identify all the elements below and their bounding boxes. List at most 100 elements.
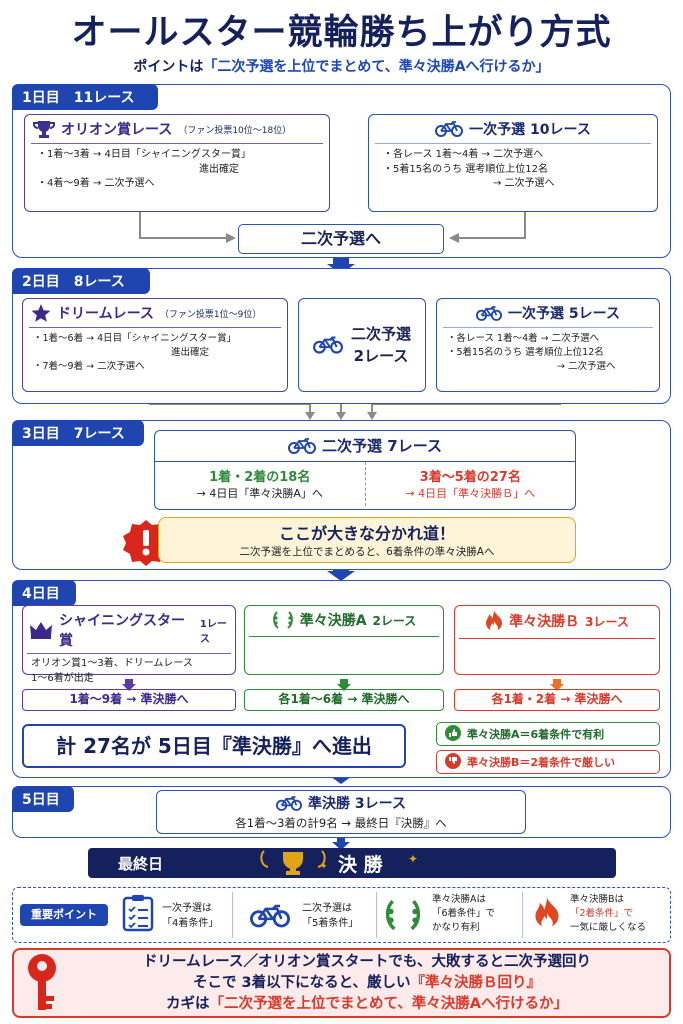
dream-title: ドリームレース <box>57 306 154 322</box>
shining-line: 1～6着が出走 <box>31 672 94 684</box>
bicycle-icon <box>249 904 290 932</box>
key-line3-b: 「二次予選を上位でまとめて、準々決勝Aへ行けるか」 <box>209 996 569 1012</box>
crown-icon <box>29 621 53 639</box>
flame-icon <box>485 610 503 632</box>
divider <box>376 892 377 938</box>
key-line3-a: カギは <box>166 996 210 1012</box>
checklist-icon <box>122 894 154 936</box>
day2-niji-line1: 二次予選 <box>350 324 411 343</box>
alert-title: ここが大きな分かれ道！ <box>278 524 455 543</box>
dream-line: ・7着～9着 → 二次予選へ <box>33 360 145 372</box>
laurel-icon <box>272 610 294 630</box>
shining-result: 1着～9着 → 準決勝へ <box>22 689 236 711</box>
divider <box>522 892 523 938</box>
day1-ichiji-card: 一次予選 10レース ・各レース 1着～4着 → 二次予選へ ・5着15名のうち… <box>368 114 658 212</box>
qfA-races: 2レース <box>372 613 417 628</box>
day3-right-line2: → 4日目「準々決勝Ｂ」へ <box>405 487 536 500</box>
day1-ichiji-line: ・各レース 1着～4着 → 二次予選へ <box>383 149 544 160</box>
day3-left-line2: → 4日目「準々決勝A」へ <box>196 487 323 500</box>
alert-box: ここが大きな分かれ道！ 二次予選を上位でまとめると、6着条件の準々決勝Aへ <box>158 517 576 563</box>
qfB-result: 各1着・2着 → 準決勝へ <box>454 689 660 711</box>
final-label: 最終日 <box>118 855 164 873</box>
key-line2-a: そこで 3着以下になると、厳しい <box>192 975 411 991</box>
trophy-icon <box>33 119 55 139</box>
point-item: 準々決勝Bは 「2着条件」で 一気に厳しくなる <box>570 893 646 934</box>
qfA-result: 各1着～6着 → 準決勝へ <box>244 689 444 711</box>
orion-line: ・4着～9着 → 二次予選へ <box>37 178 155 189</box>
point-text: かなり有利 <box>432 921 480 933</box>
day3-tab: 3日目 7レース <box>12 420 144 446</box>
day2-ichiji-title: 一次予選 5レース <box>508 306 620 322</box>
key-line2: そこで 3着以下になると、厳しい『準々決勝Ｂ回り』 <box>72 973 662 994</box>
point-item: 二次予選は 「5着条件」 <box>302 901 358 931</box>
orion-card: オリオン賞レース （ファン投票10位～18位） ・1着～3着 → 4日目「シャイ… <box>24 114 330 212</box>
key-line1: ドリームレース／オリオン賞スタートでも、大敗すると二次予選回り <box>143 954 591 970</box>
qfB-title: 準々決勝Ｂ <box>509 614 580 630</box>
day1-tab: 1日目 11レース <box>12 84 158 110</box>
qfB-card: 準々決勝Ｂ 3レース <box>454 605 660 675</box>
star-icon <box>31 303 51 323</box>
day2-tab: 2日目 8レース <box>12 268 150 294</box>
alert-icon <box>122 518 170 566</box>
point-text: 一気に厳しくなる <box>570 921 647 933</box>
sparkle-icon: ✦ <box>320 862 328 872</box>
to-niji-button: 二次予選へ <box>238 224 444 254</box>
dream-line: 進出確定 <box>171 346 210 358</box>
flame-icon <box>534 896 560 934</box>
orion-line: ・1着～3着 → 4日目「シャイニングスター賞」 <box>37 149 251 160</box>
thumbs-down-icon <box>445 752 461 772</box>
day2-niji-line2: 2レース <box>353 347 409 365</box>
key-line3: カギは「二次予選を上位でまとめて、準々決勝Aへ行けるか」 <box>72 994 662 1015</box>
page-title: オールスター競輪勝ち上がり方式 <box>71 13 612 53</box>
day4-tab: 4日目 <box>12 580 76 606</box>
semi-title: 準決勝 3レース <box>308 796 406 812</box>
bicycle-icon <box>476 305 503 321</box>
qfB-races: 3レース <box>585 614 629 629</box>
orion-line: 進出確定 <box>199 163 239 175</box>
bicycle-icon <box>276 795 303 811</box>
qfA-arrow <box>337 676 351 695</box>
day3-left-line1: 1着・2着の18名 <box>209 470 311 485</box>
shining-card: シャイニングスター賞 1レース オリオン賞1～3着、ドリームレース 1～6着が出… <box>22 605 236 684</box>
qfA-title: 準々決勝A <box>299 613 367 629</box>
day2-niji-card: 二次予選 2レース <box>298 298 426 392</box>
orion-note: （ファン投票10位～18位） <box>178 125 292 136</box>
day1-ichiji-line: ・5着15名のうち 選考順位上位12名 <box>383 163 548 175</box>
shining-arrow <box>122 676 136 695</box>
bicycle-icon <box>435 121 464 137</box>
point-text: 「4着条件」 <box>162 918 219 929</box>
day3-right-line1: 3着～5着の27名 <box>419 470 521 485</box>
semi-text: 各1着～3着の計9名 → 最終日『決勝』へ <box>235 816 447 830</box>
point-text: 二次予選は <box>302 903 352 914</box>
point-text: 「6着条件」で <box>432 907 496 919</box>
page-subtitle: ポイントは「二次予選を上位でまとめて、準々決勝Aへ行けるか」 <box>0 56 683 76</box>
day3-niji-title: 二次予選 7レース <box>322 437 442 455</box>
alert-text: 二次予選を上位でまとめると、6着条件の準々決勝Aへ <box>239 546 495 558</box>
bicycle-icon <box>312 336 343 354</box>
laurel-icon <box>384 897 422 937</box>
day2-ichiji-line: ・5着15名のうち 選考順位上位12名 <box>447 346 604 358</box>
sparkle-icon: ✦ <box>408 852 419 866</box>
shining-races: 1レース <box>199 619 227 645</box>
day2-ichiji-line: ・各レース 1着～4着 → 二次予選へ <box>447 333 600 344</box>
point-text: 「5着条件」 <box>302 918 359 929</box>
day3-niji-card: 二次予選 7レース 1着・2着の18名 → 4日目「準々決勝A」へ 3着～5着の… <box>154 430 576 510</box>
gold-trophy-icon <box>254 849 332 881</box>
point-text: 「2着条件」で <box>570 907 634 919</box>
final-title: 決 勝 <box>338 854 383 876</box>
day2-ichiji-card: 一次予選 5レース ・各レース 1着～4着 → 二次予選へ ・5着15名のうち … <box>436 298 660 392</box>
point-item: 準々決勝Aは 「6着条件」で かなり有利 <box>432 893 495 934</box>
shining-line: オリオン賞1～3着、ドリームレース <box>31 658 193 669</box>
point-text: 準々決勝Aは <box>432 894 486 905</box>
day2-ichiji-line: → 二次予選へ <box>557 360 616 372</box>
day5-tab: 5日目 <box>12 786 74 812</box>
dream-line: ・1着～6着 → 4日目「シャイニングスター賞」 <box>33 333 237 344</box>
point-item: 一次予選は 「4着条件」 <box>162 901 218 931</box>
dream-card: ドリームレース （ファン投票1位～9位） ・1着～6着 → 4日目「シャイニング… <box>22 298 288 392</box>
final-bar: 最終日 決 勝 ✦ ✦ <box>88 848 616 878</box>
key-message-box <box>12 948 671 1018</box>
good-note: 準々決勝A＝6着条件で有利 <box>436 722 660 746</box>
subtitle-prefix: ポイントは <box>133 59 204 75</box>
good-note-text: 準々決勝A＝6着条件で有利 <box>467 728 605 741</box>
day4-summary: 計 27名が 5日目『準決勝』へ進出 <box>22 724 406 768</box>
